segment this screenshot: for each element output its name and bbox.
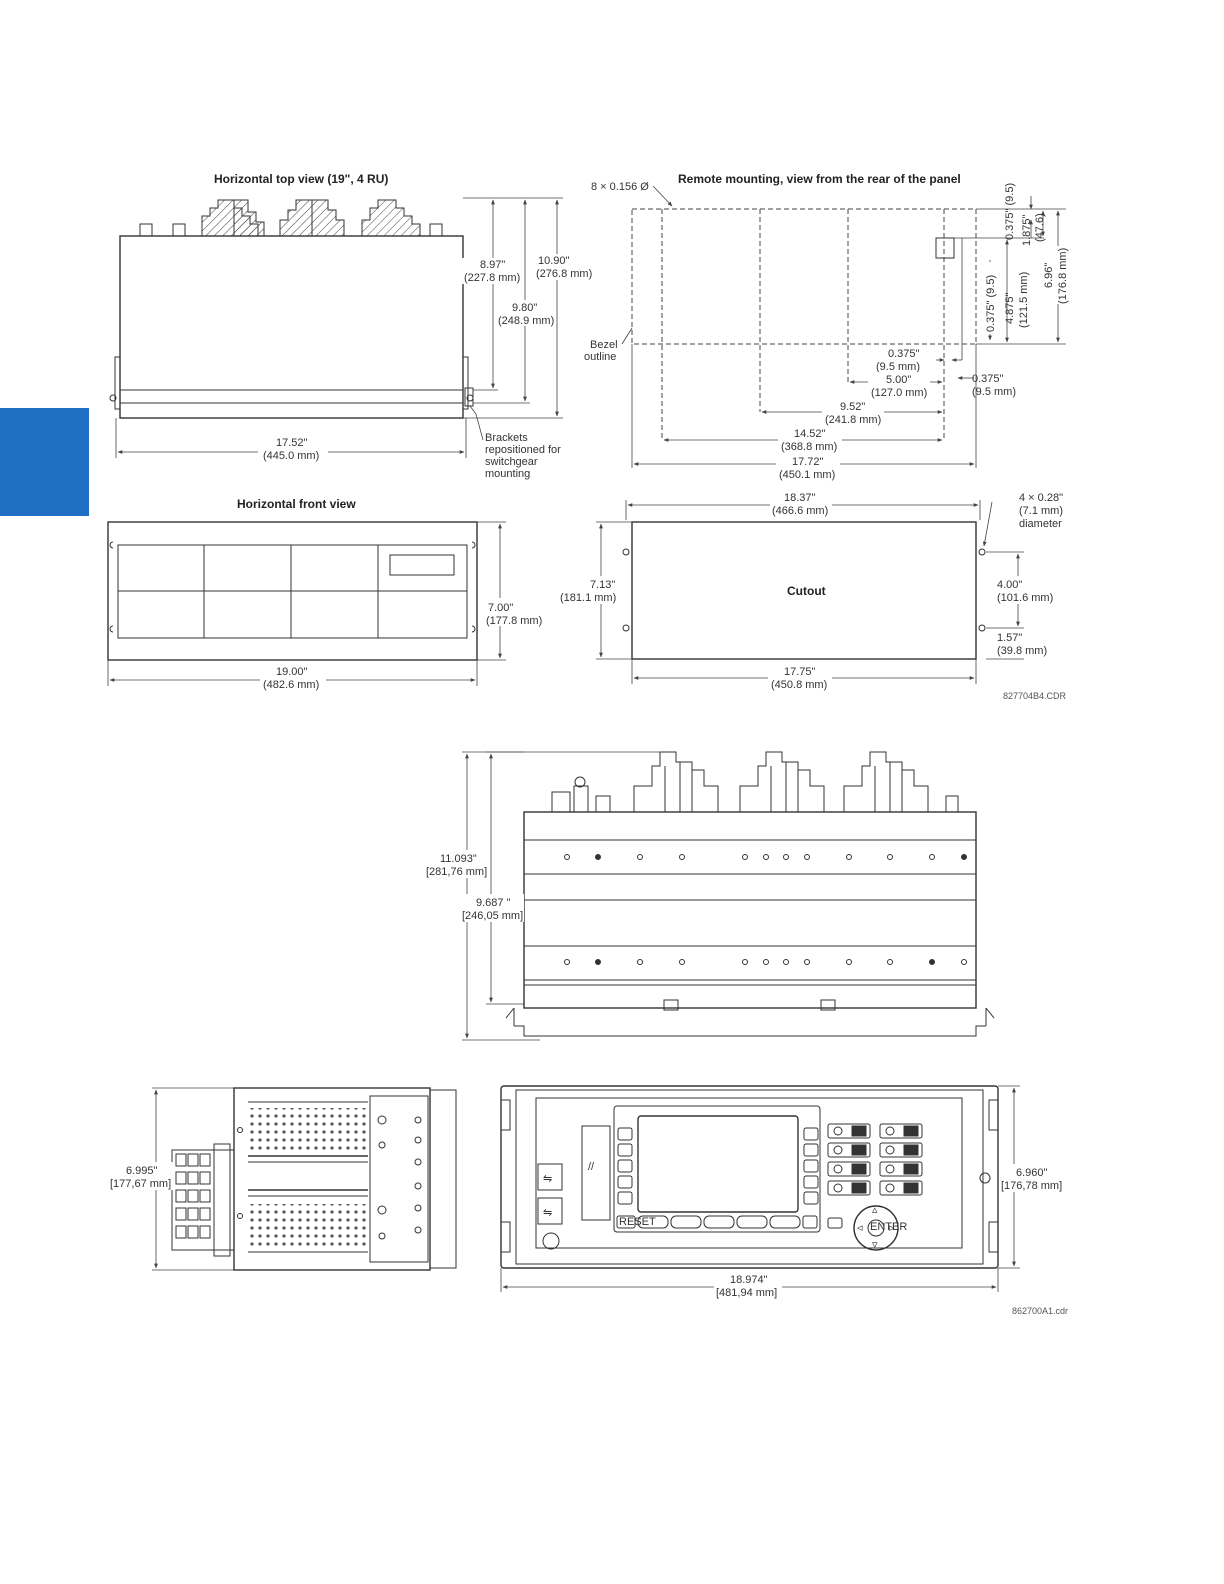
- dim-157-mm: (39.8 mm): [997, 645, 1047, 657]
- dim-11093-mm: [281,76 mm]: [426, 866, 487, 878]
- dim-18974: 18.974": [730, 1274, 768, 1286]
- bezel-note-1: Bezel: [590, 339, 618, 351]
- dim-713-mm: (181.1 mm): [560, 592, 616, 604]
- rear-view-title: Remote mounting, view from the rear of t…: [678, 172, 961, 186]
- rear-mounting-view: 8 × 0.156 Ø Remote mounting, view from t…: [584, 172, 1072, 481]
- lcd-display: [637, 1115, 799, 1213]
- brackets-note-4: mounting: [485, 468, 530, 480]
- ge-logo-icon: [542, 1232, 560, 1250]
- dim-18974-mm: [481,94 mm]: [716, 1287, 777, 1299]
- v-696: 6.96": [1043, 263, 1055, 288]
- svg-text:▿: ▿: [872, 1239, 878, 1251]
- usb-icon-2: ⇋: [543, 1207, 552, 1219]
- dim-6960-mm: [176,78 mm]: [1001, 1180, 1062, 1192]
- svg-text:▵: ▵: [872, 1204, 878, 1216]
- reset-button[interactable]: [616, 1215, 636, 1229]
- bezel-note-2: outline: [584, 351, 616, 363]
- h-0375: 0.375": [888, 348, 920, 360]
- v-1215: (121.5 mm): [1018, 272, 1030, 328]
- v-1768: (176.8 mm): [1057, 248, 1069, 304]
- dim-1090: 10.90": [538, 255, 570, 267]
- svg-text:◃: ◃: [857, 1222, 863, 1234]
- h-0375r-mm: (9.5 mm): [972, 386, 1016, 398]
- navigation-pad[interactable]: [853, 1205, 899, 1251]
- front-view-title: Horizontal front view: [237, 497, 356, 511]
- v-1875: 1.875": [1021, 214, 1033, 246]
- dim-1752-mm: (445.0 mm): [263, 450, 319, 462]
- brackets-note-1: Brackets: [485, 432, 528, 444]
- h-500-mm: (127.0 mm): [871, 387, 927, 399]
- cutout-holes-1: 4 × 0.28": [1019, 492, 1063, 504]
- h-1772-mm: (450.1 mm): [779, 469, 835, 481]
- enter-button[interactable]: [867, 1219, 885, 1237]
- horizontal-front-view: Horizontal front view 7.00" (177.8 mm) 1…: [107, 497, 544, 691]
- dim-9687: 9.687 ": [476, 897, 511, 909]
- h-1452-mm: (368.8 mm): [781, 441, 837, 453]
- dim-1775: 17.75": [784, 666, 816, 678]
- dim-700: 7.00": [488, 602, 513, 614]
- h-500: 5.00": [886, 374, 911, 386]
- dim-1752: 17.52": [276, 437, 308, 449]
- drawing-code-bottom: 862700A1.cdr: [1012, 1306, 1068, 1316]
- bottom-side-view: 6.995" [177,67 mm]: [108, 1087, 457, 1271]
- dim-1837: 18.37": [784, 492, 816, 504]
- dim-400: 4.00": [997, 579, 1022, 591]
- dim-6995: 6.995": [126, 1165, 158, 1177]
- v-0375b: 0.375" (9.5): [985, 275, 997, 332]
- dim-1775-mm: (450.8 mm): [771, 679, 827, 691]
- dim-400-mm: (101.6 mm): [997, 592, 1053, 604]
- dim-980: 9.80": [512, 302, 537, 314]
- cutout-holes-3: diameter: [1019, 518, 1062, 530]
- horizontal-top-view: Horizontal top view (19", 4 RU) 8.97" (2…: [109, 172, 594, 480]
- usb-icon-1: ⇋: [543, 1173, 552, 1185]
- cutout-view: 18.37" (466.6 mm) Cutout 4 × 0.28" (7.1 …: [558, 492, 1067, 701]
- v-476: (47.6): [1034, 213, 1046, 242]
- dim-6960: 6.960": [1016, 1167, 1048, 1179]
- h-952-mm: (241.8 mm): [825, 414, 881, 426]
- bottom-front-view: ⇋ ⇋ // RESET: [500, 1085, 1068, 1316]
- dim-11093: 11.093": [440, 853, 477, 865]
- dim-9687-mm: [246,05 mm]: [462, 910, 523, 922]
- h-1452: 14.52": [794, 428, 826, 440]
- chapter-side-tab: [0, 408, 89, 516]
- svg-text:▹: ▹: [889, 1222, 895, 1234]
- svg-text://: //: [588, 1161, 595, 1173]
- dim-1090-mm: (276.8 mm): [536, 268, 592, 280]
- brackets-note-3: switchgear: [485, 456, 538, 468]
- dim-1837-mm: (466.6 mm): [772, 505, 828, 517]
- cutout-label: Cutout: [787, 584, 826, 598]
- dim-713: 7.13": [590, 579, 615, 591]
- dim-6995-mm: [177,67 mm]: [110, 1178, 171, 1190]
- h-1772: 17.72": [792, 456, 824, 468]
- h-0375r: 0.375": [972, 373, 1004, 385]
- dim-897-mm: (227.8 mm): [464, 272, 520, 284]
- dim-157: 1.57": [997, 632, 1022, 644]
- top-view-title: Horizontal top view (19", 4 RU): [214, 172, 388, 186]
- reset-label: RESET: [619, 1216, 656, 1228]
- enter-label: ENTER: [870, 1221, 907, 1233]
- dim-700-mm: (177.8 mm): [486, 615, 542, 627]
- dim-1900: 19.00": [276, 666, 308, 678]
- cutout-holes-2: (7.1 mm): [1019, 505, 1063, 517]
- h-0375-mm: (9.5 mm): [876, 361, 920, 373]
- dim-980-mm: (248.9 mm): [498, 315, 554, 327]
- v-4875: 4.875": [1004, 292, 1016, 324]
- holes-note: 8 × 0.156 Ø: [591, 181, 649, 193]
- h-952: 9.52": [840, 401, 865, 413]
- dim-1900-mm: (482.6 mm): [263, 679, 319, 691]
- dim-897: 8.97": [480, 259, 505, 271]
- bottom-top-view: 11.093" [281,76 mm] 9.687 " [246,05 mm]: [426, 751, 995, 1041]
- brackets-note-2: repositioned for: [485, 444, 561, 456]
- v-0375: 0.375" (9.5): [1004, 183, 1016, 240]
- drawing-code-top: 827704B4.CDR: [1003, 691, 1067, 701]
